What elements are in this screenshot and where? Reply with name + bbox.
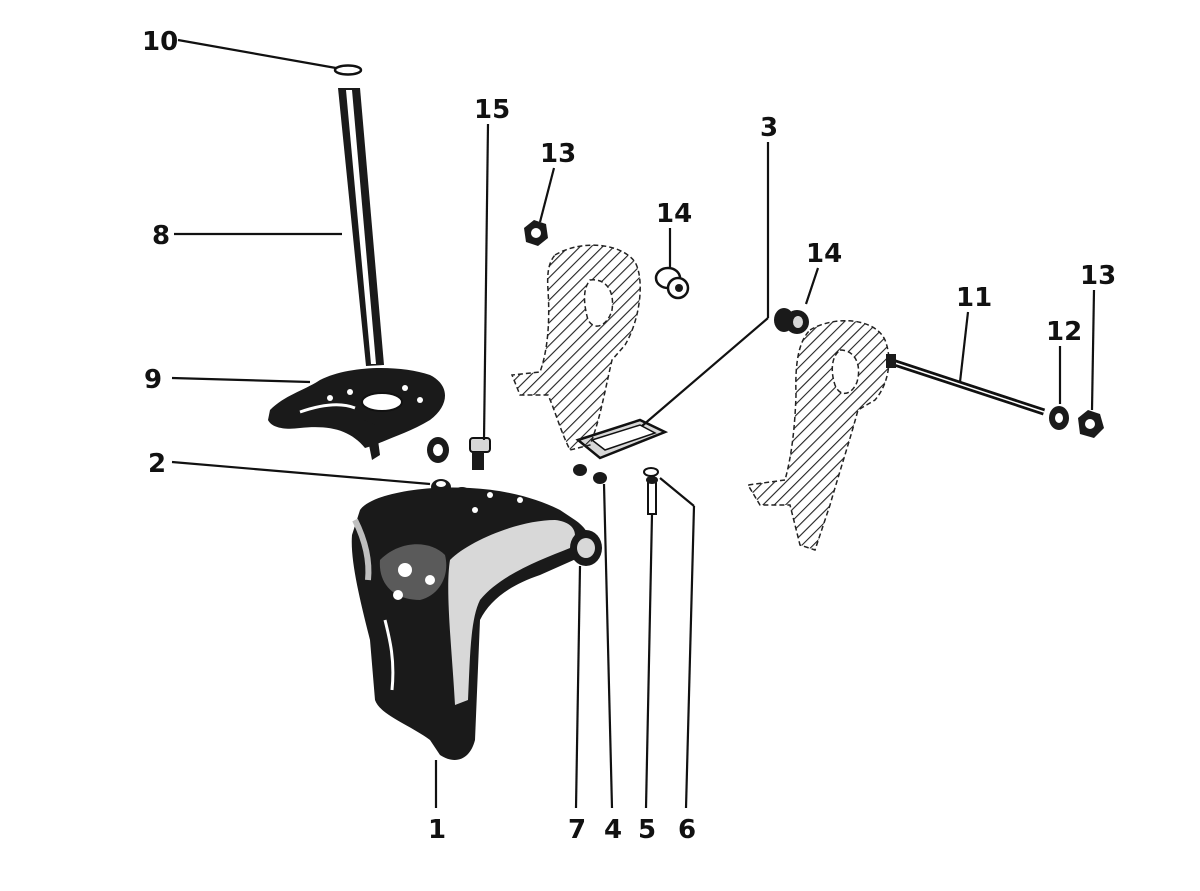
leader-6b (684, 505, 696, 809)
callout-15: 15 (474, 95, 510, 125)
leader-3b (641, 317, 769, 427)
callout-5: 5 (638, 815, 656, 845)
part-7-bushing (570, 530, 602, 566)
leader-11 (958, 311, 970, 383)
callout-7: 7 (568, 815, 586, 845)
leader-10 (177, 38, 337, 70)
callout-8: 8 (152, 221, 170, 251)
callout-13-top: 13 (540, 139, 576, 169)
part-8-shaft (338, 88, 384, 366)
callout-14-right: 14 (806, 239, 842, 269)
part-9-bracket (268, 368, 445, 460)
clamp-bracket-left (510, 244, 641, 451)
callout-10: 10 (142, 27, 178, 57)
part-11-long-bolt (886, 354, 1046, 416)
washer (427, 437, 449, 463)
leader-13b (1090, 289, 1096, 411)
leader-14b (804, 267, 820, 305)
part-15-bolt (469, 437, 491, 470)
part-13-nut-right (1078, 410, 1104, 438)
part-4-caps (573, 464, 607, 484)
callout-13-right: 13 (1080, 261, 1116, 291)
callout-1: 1 (428, 815, 446, 845)
part-3-plate (575, 418, 669, 460)
callout-3: 3 (760, 113, 778, 143)
callout-4: 4 (604, 815, 622, 845)
part-10-clip (333, 64, 363, 76)
callout-6: 6 (678, 815, 696, 845)
leader-9 (171, 376, 311, 384)
leader-2 (171, 460, 431, 486)
part-5-screw (646, 476, 658, 515)
callout-12: 12 (1046, 317, 1082, 347)
callout-2: 2 (148, 449, 166, 479)
part-14-bushing-right (774, 308, 809, 334)
part-6-clip (643, 467, 659, 477)
leader-5 (644, 513, 654, 809)
leader-6 (659, 477, 695, 507)
leader-7 (574, 565, 582, 809)
part-1-housing (351, 487, 591, 760)
callout-11: 11 (956, 283, 992, 313)
clamp-bracket-right (746, 319, 890, 551)
part-13-nut-top (524, 220, 548, 246)
callout-labels: 10 8 9 2 15 13 14 3 14 11 12 13 1 7 4 5 … (142, 27, 1116, 845)
leader-lines (171, 38, 1096, 809)
part-14-bushing-top (654, 266, 690, 300)
callout-9: 9 (144, 365, 162, 395)
leader-15 (482, 123, 490, 441)
leader-13a (538, 167, 556, 223)
callout-14-top: 14 (656, 199, 692, 229)
leader-4 (602, 483, 614, 809)
part-12-washer (1049, 406, 1069, 430)
